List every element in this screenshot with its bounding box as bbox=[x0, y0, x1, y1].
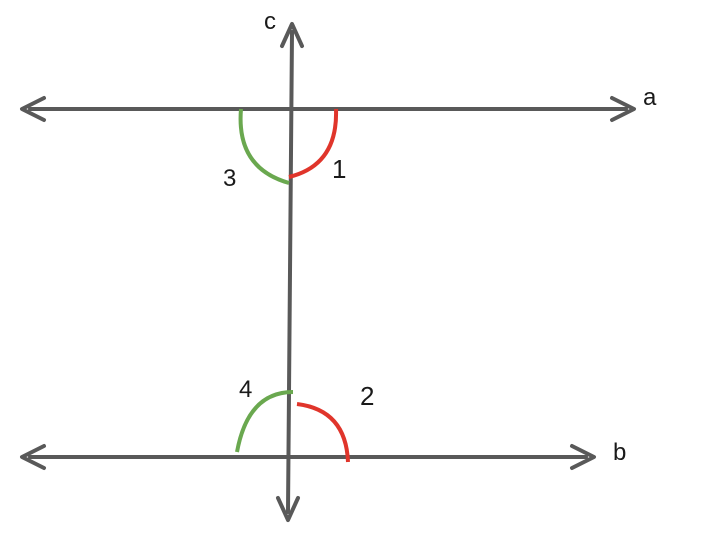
line-a-left-arrowhead bbox=[20, 96, 46, 122]
line-c-label: c bbox=[264, 8, 276, 35]
line-c-top-arrowhead bbox=[280, 22, 304, 48]
angle-1-arc bbox=[288, 108, 339, 179]
line-a bbox=[20, 96, 636, 122]
angle-4-label: 4 bbox=[239, 376, 252, 403]
line-a-label: a bbox=[643, 84, 657, 111]
angle-3-label: 3 bbox=[223, 165, 236, 192]
line-c bbox=[276, 22, 304, 522]
line-b bbox=[20, 444, 596, 470]
angle-2-arc bbox=[296, 402, 350, 463]
angle-1-label: 1 bbox=[332, 154, 346, 184]
line-b-label: b bbox=[613, 439, 626, 466]
angle-3-arc bbox=[238, 108, 290, 185]
line-b-right-arrowhead bbox=[570, 444, 596, 470]
line-c-bottom-arrowhead bbox=[276, 496, 300, 522]
line-a-right-arrowhead bbox=[610, 96, 636, 122]
line-b-left-arrowhead bbox=[20, 444, 46, 470]
angle-4-arc bbox=[235, 390, 294, 453]
angle-2-label: 2 bbox=[360, 381, 374, 411]
